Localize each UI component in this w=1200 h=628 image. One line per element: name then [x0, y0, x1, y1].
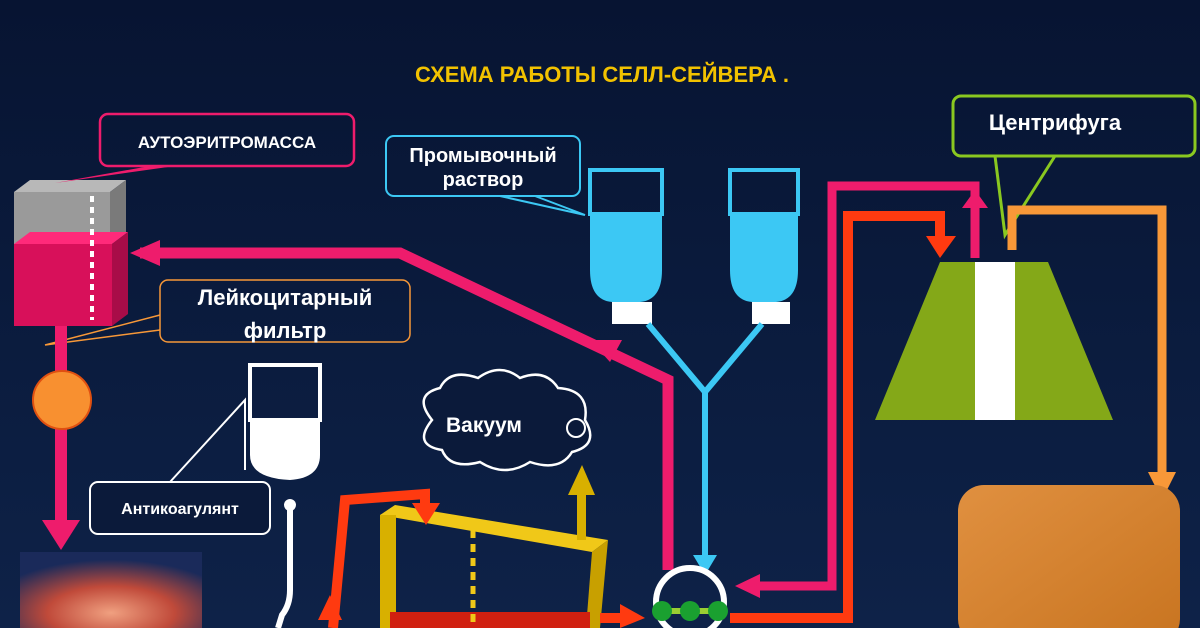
- anticoagulant-bag: [248, 363, 322, 628]
- wash-callout: Промывочный раствор: [385, 135, 586, 216]
- pink-to-centrifuge: [735, 181, 988, 598]
- pink-return-arrow: [130, 240, 674, 570]
- vacuum-cloud: Вакуум: [422, 368, 592, 472]
- reservoir: [380, 465, 608, 628]
- centrifuge-label: Центрифуга: [989, 110, 1122, 135]
- wash-tubing: [645, 322, 765, 575]
- wash-label-line1: Промывочный: [409, 145, 556, 167]
- return-line: [32, 326, 92, 550]
- filter-label-line1: Лейкоцитарный: [198, 285, 372, 310]
- roller-pump: [652, 565, 728, 628]
- wash-label-line2: раствор: [443, 169, 524, 191]
- centrifuge-callout: Центрифуга: [951, 94, 1197, 240]
- filter-label-line2: фильтр: [244, 318, 327, 343]
- wash-bottle-right: [728, 168, 800, 324]
- waste-line: [1007, 205, 1176, 500]
- red-cells-label: АУТОЭРИТРОМАССА: [138, 133, 316, 152]
- red-cells-callout: АУТОЭРИТРОМАССА: [55, 112, 356, 183]
- anticoagulant-label: Антикоагулянт: [121, 501, 239, 518]
- diagram-title: СХЕМА РАБОТЫ СЕЛЛ-СЕЙВЕРА .: [415, 62, 789, 87]
- red-to-centrifuge: [730, 211, 956, 623]
- suction-line: [318, 488, 645, 628]
- vacuum-label: Вакуум: [446, 414, 522, 437]
- patient-image: [20, 552, 202, 628]
- anticoagulant-callout: Антикоагулянт: [89, 397, 271, 535]
- centrifuge: [875, 262, 1113, 420]
- waste-bag: [958, 485, 1180, 628]
- red-cell-bag: [14, 180, 128, 326]
- wash-bottle-left: [588, 168, 664, 324]
- leukocyte-filter: [32, 370, 92, 430]
- filter-callout: Лейкоцитарный фильтр: [44, 279, 411, 346]
